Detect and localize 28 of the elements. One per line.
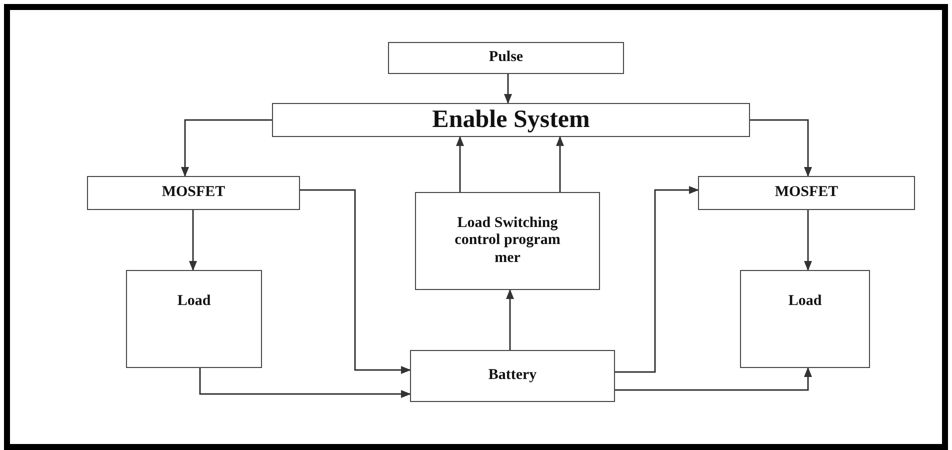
box-label: MOSFET xyxy=(774,184,838,202)
arrow xyxy=(199,368,411,398)
arrow xyxy=(506,289,514,350)
arrow xyxy=(615,367,812,391)
process-box xyxy=(410,350,615,402)
process-box xyxy=(740,270,870,368)
arrow xyxy=(556,136,564,192)
arrow xyxy=(504,74,512,104)
process-box xyxy=(126,270,262,368)
box-label: Enable System xyxy=(432,106,590,134)
box-label: MOSFET xyxy=(162,184,226,202)
process-box xyxy=(87,176,300,210)
box-label: Load xyxy=(177,293,211,310)
box-label: Pulse xyxy=(488,49,524,67)
process-box xyxy=(698,176,915,210)
box-label: Load Switching control program mer xyxy=(454,215,562,267)
arrow xyxy=(456,136,464,192)
box-label: Load xyxy=(788,293,822,310)
arrow xyxy=(804,210,812,271)
arrow xyxy=(750,119,812,177)
box-label: Battery xyxy=(488,367,537,385)
process-box xyxy=(388,42,624,74)
arrow xyxy=(189,210,197,271)
process-box xyxy=(415,192,600,290)
arrow xyxy=(300,189,411,374)
arrow xyxy=(615,186,699,373)
process-box xyxy=(272,103,750,137)
arrow xyxy=(181,119,272,177)
